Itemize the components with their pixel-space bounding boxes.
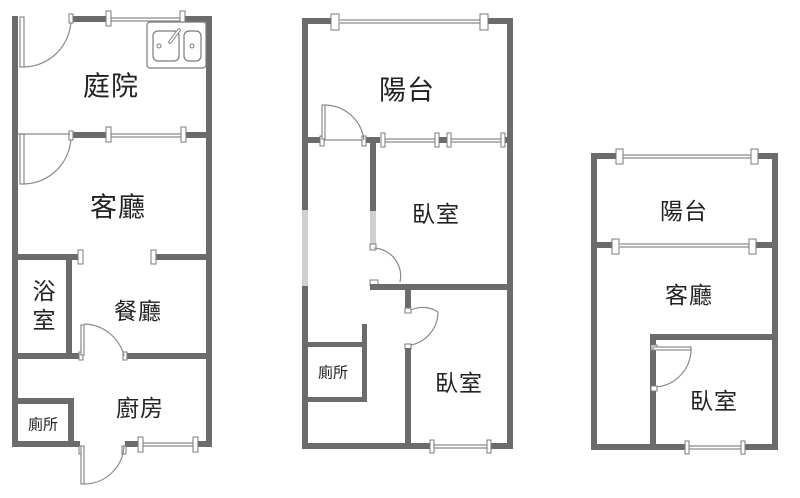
double-sink-icon <box>146 21 207 69</box>
room-label-dining-room: 餐廳 <box>114 299 162 325</box>
room-label-toilet-f2: 廁所 <box>317 363 349 382</box>
room-label-living-room-f3: 客廳 <box>665 283 713 309</box>
room-label-bathroom: 浴室 <box>28 279 54 337</box>
room-label-toilet-f1: 廁所 <box>27 415 59 434</box>
room-label-bedroom-f3: 臥室 <box>690 389 738 415</box>
room-label-kitchen: 廚房 <box>116 396 164 422</box>
room-label-bedroom-1-f2: 臥室 <box>412 202 460 228</box>
room-label-balcony-f3: 陽台 <box>660 199 708 225</box>
room-label-living-room: 客廳 <box>90 192 146 224</box>
floor-2-plan <box>302 13 513 454</box>
room-label-balcony-f2: 陽台 <box>379 75 435 107</box>
room-label-bedroom-2-f2: 臥室 <box>435 371 483 397</box>
room-label-courtyard: 庭院 <box>83 71 139 103</box>
floor-3-plan <box>591 148 778 455</box>
floor-1-plan <box>12 10 212 485</box>
